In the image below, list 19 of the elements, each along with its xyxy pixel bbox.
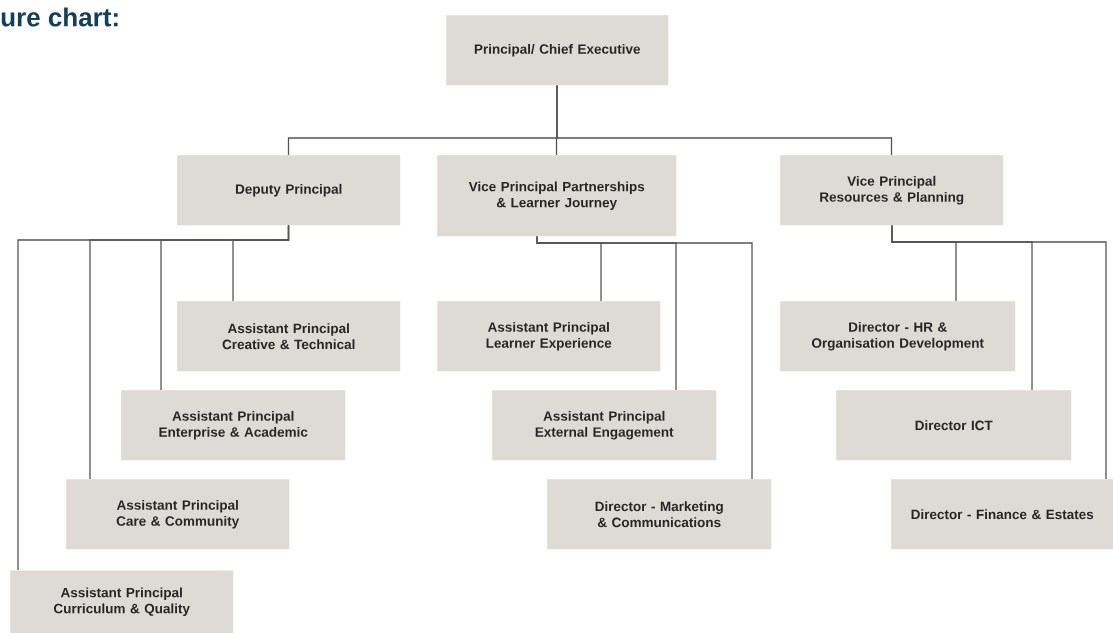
role-box: Assistant Principal Enterprise & Academic xyxy=(121,390,346,461)
role-box: Director - Finance & Estates xyxy=(891,479,1113,550)
role-box: Assistant Principal Learner Experience xyxy=(437,301,661,372)
role-box: Assistant Principal Curriculum & Quality xyxy=(10,570,234,633)
role-box: Principal/ Chief Executive xyxy=(446,15,669,86)
role-box: Vice Principal Resources & Planning xyxy=(780,155,1004,226)
role-box: Director - Marketing & Communications xyxy=(547,479,772,550)
role-box: Assistant Principal Care & Community xyxy=(66,479,290,550)
role-box: Director ICT xyxy=(836,390,1072,461)
role-box: Deputy Principal xyxy=(177,155,401,226)
connector-line xyxy=(17,224,290,571)
role-box: Vice Principal Partnerships & Learner Journey xyxy=(437,155,677,237)
connector-line xyxy=(536,235,753,480)
role-box: Assistant Principal External Engagement xyxy=(492,390,717,461)
connector-line xyxy=(891,224,1107,480)
heading: ure chart: xyxy=(1,7,118,27)
role-box: Director - HR & Organisation Development xyxy=(780,301,1016,372)
connector-line xyxy=(556,84,893,156)
role-box: Assistant Principal Creative & Technical xyxy=(177,301,401,372)
